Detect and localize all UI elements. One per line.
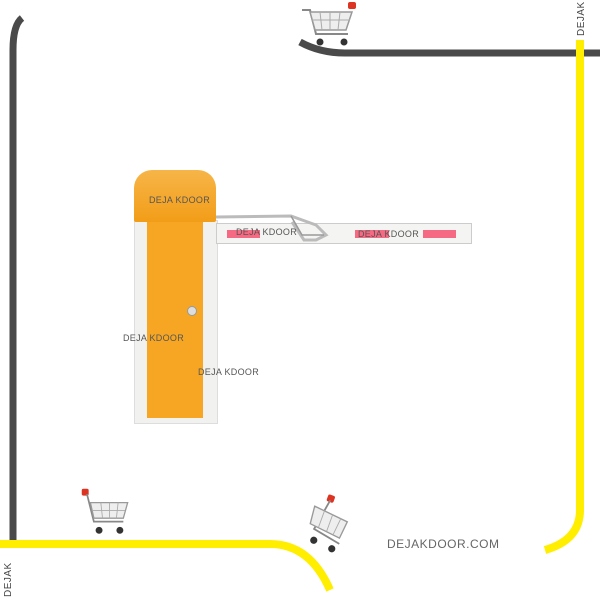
boom-hinge-bracket bbox=[216, 214, 329, 242]
shopping-cart-icon bbox=[309, 494, 349, 553]
reflector-stripe bbox=[227, 230, 260, 238]
watermark-text: DEJA KDOOR bbox=[198, 367, 260, 377]
watermark-text: DEJA KDOOR bbox=[236, 227, 298, 237]
cabinet-top-cover bbox=[134, 170, 216, 222]
cabinet-door bbox=[147, 222, 203, 418]
barrier-gate-cabinet bbox=[134, 170, 218, 424]
shopping-cart-icon bbox=[81, 488, 129, 534]
boom-arm bbox=[216, 223, 472, 244]
frame-left-line bbox=[9, 15, 25, 545]
shopping-cart-icon bbox=[302, 2, 356, 46]
watermark-text: DEJA KDOOR bbox=[358, 229, 420, 239]
site-watermark: DEJAKDOOR.COM bbox=[387, 537, 500, 551]
watermark-text: DEJA KDOOR bbox=[149, 195, 211, 205]
frame-top-line bbox=[298, 38, 600, 57]
watermark-text: DEJA KDOOR bbox=[123, 333, 185, 343]
corner-label-top: DEJAK bbox=[576, 1, 587, 36]
door-lock-icon bbox=[187, 306, 197, 316]
frame-right-line bbox=[543, 40, 584, 554]
reflector-stripe bbox=[355, 230, 389, 238]
reflector-stripe bbox=[423, 230, 456, 238]
frame-bottom-line bbox=[0, 540, 334, 592]
corner-label-bottom: DEJAK bbox=[3, 562, 14, 597]
